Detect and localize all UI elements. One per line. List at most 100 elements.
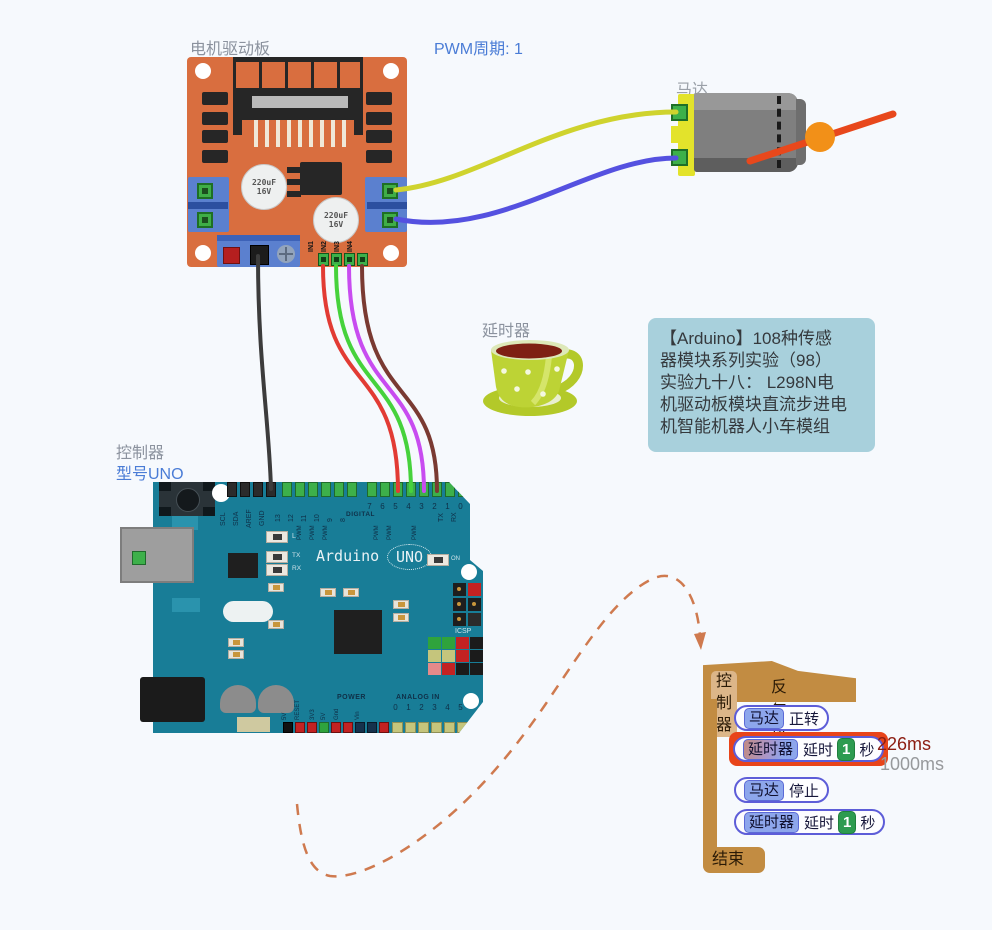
analog-pin-a2[interactable] — [418, 722, 429, 733]
block-delay-2[interactable]: 延时器 延时 1 秒 — [734, 809, 886, 835]
pin-label-in1: IN1 — [308, 241, 315, 252]
pin-5[interactable] — [393, 482, 403, 497]
delay-value-input[interactable]: 1 — [838, 810, 857, 834]
power-pin[interactable] — [367, 722, 377, 733]
pin12-label: 12 — [288, 514, 295, 522]
wire-motor-blue[interactable] — [393, 155, 679, 225]
pin-7[interactable] — [367, 482, 377, 497]
analog-label: ANALOG IN — [396, 694, 440, 701]
wire-in4-brown[interactable] — [360, 264, 439, 493]
power-pin[interactable] — [295, 722, 305, 733]
icsp-pin[interactable] — [453, 583, 466, 596]
sda-pin[interactable] — [240, 482, 250, 497]
pin-3[interactable] — [419, 482, 429, 497]
icsp-label: ICSP — [455, 628, 472, 635]
solder-pad — [202, 150, 228, 163]
power-pin[interactable] — [283, 722, 293, 733]
wire-in2-green[interactable] — [334, 264, 413, 493]
analog-pin-a0[interactable] — [392, 722, 403, 733]
power-pin[interactable] — [379, 722, 389, 733]
ic-slot — [252, 96, 348, 108]
terminal-screw-out1[interactable] — [382, 183, 398, 199]
pin-13[interactable] — [282, 482, 292, 497]
digital-pin-header-low[interactable] — [367, 482, 468, 497]
in2-pin[interactable] — [331, 253, 342, 266]
led-tx-label: TX — [292, 552, 301, 559]
end-block[interactable]: 结束 — [703, 847, 765, 873]
motor-shadow — [694, 158, 798, 172]
info-note[interactable]: 【Arduino】108种传感 器模块系列实验（98） 实验九十八： L298N… — [648, 318, 875, 452]
comm-pin-header[interactable] — [227, 482, 276, 497]
heatsink-fin — [285, 57, 288, 91]
terminal-block-left[interactable] — [188, 177, 229, 232]
wire-motor-yellow[interactable] — [393, 109, 679, 193]
icsp-pin[interactable] — [468, 613, 481, 626]
block-motor-stop[interactable]: 马达 停止 — [734, 777, 830, 803]
in1-pin[interactable] — [318, 253, 329, 266]
scl-pin[interactable] — [227, 482, 237, 497]
digital-pin-header-high[interactable] — [282, 482, 357, 497]
icsp-pin[interactable] — [468, 598, 481, 611]
power-terminal-red[interactable] — [223, 247, 240, 264]
icsp-pin[interactable] — [453, 598, 466, 611]
target-chip-motor[interactable]: 马达 — [744, 779, 785, 801]
pin-9[interactable] — [334, 482, 344, 497]
cup-rim — [491, 340, 569, 360]
wire-in1-red[interactable] — [321, 264, 400, 493]
pin0-label: 0 — [458, 502, 463, 511]
teacup-icon[interactable] — [483, 340, 583, 416]
power-pin[interactable] — [331, 722, 341, 733]
analog-pin-a5[interactable] — [457, 722, 468, 733]
terminal-screw-out2[interactable] — [382, 212, 398, 228]
power-pin[interactable] — [319, 722, 329, 733]
delay-value-input[interactable]: 1 — [837, 737, 856, 761]
gnd-pin[interactable] — [266, 482, 276, 497]
pin-2[interactable] — [432, 482, 442, 497]
target-chip-motor[interactable]: 马达 — [744, 707, 785, 729]
power-pin[interactable] — [355, 722, 365, 733]
power-pin[interactable] — [343, 722, 353, 733]
pin-6[interactable] — [380, 482, 390, 497]
l298n-driver-board[interactable]: 220uF 16V 220uF 16V — [187, 57, 407, 267]
pin-label-in2: IN2 — [321, 241, 328, 252]
target-chip-timer[interactable]: 延时器 — [744, 811, 800, 833]
reset-button[interactable] — [159, 482, 215, 516]
pin-11[interactable] — [308, 482, 318, 497]
analog-pin-a3[interactable] — [431, 722, 442, 733]
in4-pin[interactable] — [357, 253, 368, 266]
icsp-pin[interactable] — [468, 583, 481, 596]
heatsink — [233, 57, 363, 62]
motor-terminal-a[interactable] — [671, 104, 688, 121]
resonator — [237, 717, 270, 732]
gnd-terminal[interactable] — [250, 245, 269, 265]
motor-terminal-b[interactable] — [671, 149, 688, 166]
target-chip-timer[interactable]: 延时器 — [743, 738, 799, 760]
block-motor-forward[interactable]: 马达 正转 — [734, 705, 830, 731]
aref-pin[interactable] — [253, 482, 263, 497]
power-pin[interactable] — [307, 722, 317, 733]
analog-pin-header[interactable] — [392, 722, 468, 733]
pin-12[interactable] — [295, 482, 305, 497]
reset-cap[interactable] — [176, 488, 200, 512]
pwm-label: PWM — [323, 525, 329, 540]
model-text: UNO — [387, 544, 433, 570]
wire-gnd-black[interactable] — [256, 254, 273, 491]
wire-in3-magenta[interactable] — [347, 264, 426, 493]
motor-shaft-end — [796, 99, 806, 165]
block-delay-1[interactable]: 延时器 延时 1 秒 — [733, 736, 885, 762]
pin-10[interactable] — [321, 482, 331, 497]
analog-pin-a4[interactable] — [444, 722, 455, 733]
icsp-pin[interactable] — [453, 613, 466, 626]
pin-0[interactable] — [458, 482, 468, 497]
power-pin-header[interactable] — [283, 722, 389, 733]
terminal-screw[interactable] — [197, 212, 213, 228]
terminal-screw[interactable] — [197, 183, 213, 199]
pin-1[interactable] — [445, 482, 455, 497]
analog-pin-a1[interactable] — [405, 722, 416, 733]
in3-pin[interactable] — [344, 253, 355, 266]
pin-4[interactable] — [406, 482, 416, 497]
pin-8[interactable] — [347, 482, 357, 497]
terminal-block-power[interactable] — [217, 235, 300, 267]
terminal-block-motor[interactable] — [365, 177, 407, 232]
dc-motor[interactable] — [694, 93, 798, 172]
